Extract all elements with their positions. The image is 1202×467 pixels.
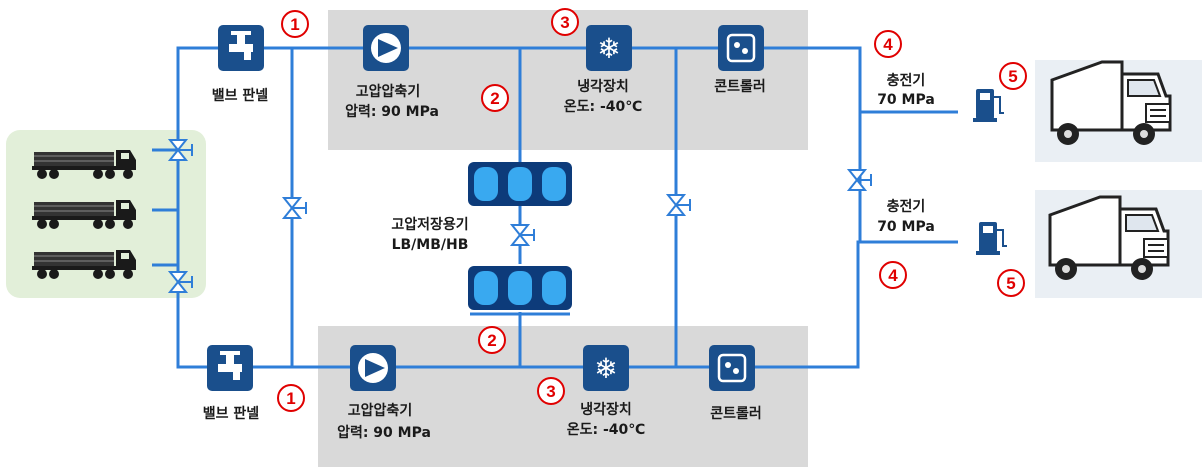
svg-text:4: 4 bbox=[888, 266, 898, 285]
lower-compressor-spec: 압력: 90 MPa bbox=[337, 425, 431, 441]
svg-text:2: 2 bbox=[490, 89, 499, 108]
lower-cooler-label: 냉각장치 bbox=[580, 401, 632, 418]
compressor-icon bbox=[363, 25, 409, 71]
upper-controller-label: 콘트롤러 bbox=[714, 79, 766, 95]
upper-compressor-label: 고압압축기 bbox=[356, 84, 420, 100]
marker-1: 1 bbox=[281, 10, 309, 38]
marker-5: 5 bbox=[999, 62, 1027, 90]
fuel-pump-icon bbox=[975, 221, 1008, 256]
svg-text:❄: ❄ bbox=[597, 32, 620, 65]
marker-4: 4 bbox=[874, 30, 902, 58]
svg-text:5: 5 bbox=[1006, 274, 1015, 293]
storage-label: 고압저장용기 bbox=[391, 216, 468, 233]
snowflake-icon: ❄ bbox=[586, 25, 632, 71]
valve-symbol bbox=[511, 224, 535, 246]
marker-1: 1 bbox=[277, 384, 305, 412]
svg-text:3: 3 bbox=[546, 382, 555, 401]
tank-icon bbox=[468, 162, 572, 206]
upper-cooler-spec: 온도: -40℃ bbox=[564, 99, 643, 115]
lower-valve-panel-label: 밸브 판넬 bbox=[203, 405, 260, 422]
snowflake-icon: ❄ bbox=[583, 345, 629, 391]
marker-3: 3 bbox=[537, 377, 565, 405]
lower-compressor-label: 고압압축기 bbox=[348, 403, 412, 419]
upper-cooler-label: 냉각장치 bbox=[577, 78, 629, 95]
dispenser-bottom-label: 충전기 bbox=[887, 198, 926, 215]
valve-symbol bbox=[283, 197, 307, 219]
upper-valve-panel-label: 밸브 판넬 bbox=[212, 87, 269, 104]
lower-cooler-spec: 온도: -40℃ bbox=[567, 422, 646, 438]
svg-text:2: 2 bbox=[487, 331, 496, 350]
svg-text:1: 1 bbox=[290, 15, 299, 34]
dispenser-bottom-pressure: 70 MPa bbox=[877, 219, 935, 235]
compressor-icon bbox=[350, 345, 396, 391]
svg-text:4: 4 bbox=[883, 35, 893, 54]
lower-controller-label: 콘트롤러 bbox=[710, 406, 762, 422]
controller-icon bbox=[709, 345, 755, 391]
faucet-icon bbox=[218, 25, 264, 71]
marker-5: 5 bbox=[997, 269, 1025, 297]
svg-text:3: 3 bbox=[560, 13, 569, 32]
svg-text:❄: ❄ bbox=[594, 352, 617, 385]
controller-icon bbox=[718, 25, 764, 71]
svg-text:1: 1 bbox=[286, 389, 295, 408]
valve-symbol bbox=[667, 194, 691, 216]
marker-2: 2 bbox=[481, 84, 509, 112]
faucet-icon bbox=[207, 345, 253, 391]
dispenser-top-label: 충전기 bbox=[887, 72, 926, 89]
marker-4: 4 bbox=[879, 261, 907, 289]
upper-compressor-spec: 압력: 90 MPa bbox=[345, 104, 439, 120]
valve-symbol bbox=[848, 169, 872, 191]
storage-types: LB/MB/HB bbox=[392, 237, 469, 253]
svg-text:5: 5 bbox=[1008, 67, 1017, 86]
dispenser-top-pressure: 70 MPa bbox=[877, 92, 935, 108]
fuel-pump-icon bbox=[972, 88, 1005, 123]
marker-3: 3 bbox=[551, 8, 579, 36]
tank-icon bbox=[468, 266, 572, 310]
marker-2: 2 bbox=[478, 326, 506, 354]
